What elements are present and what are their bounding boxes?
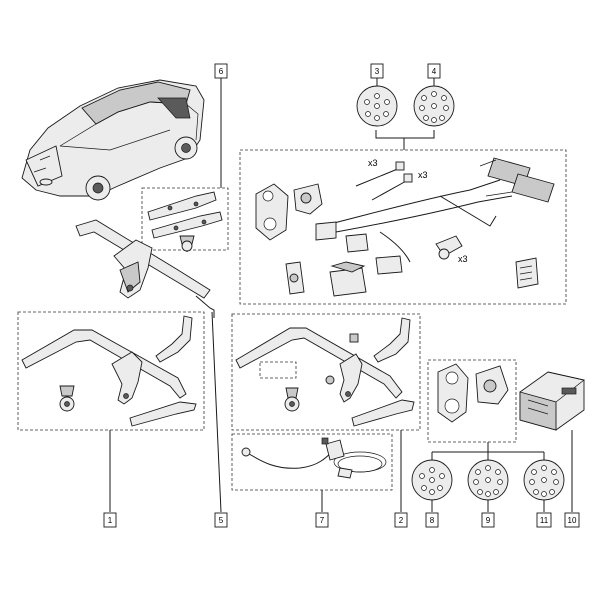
connector-4 (413, 78, 455, 127)
callout-10-label: 10 (568, 516, 577, 525)
callout-4-label: 4 (432, 67, 437, 76)
car-illustration (21, 79, 205, 201)
connector-3 (356, 78, 398, 127)
cable-ties-quantity: x3 (368, 158, 378, 168)
group-7-harness (231, 433, 393, 512)
callout-6: 6 (214, 63, 228, 79)
clips-quantity: x3 (458, 254, 468, 264)
electrical-kit: x3 x3 x3 (239, 130, 567, 305)
callout-6-label: 6 (219, 67, 224, 76)
clip-small-quantity: x3 (418, 170, 428, 180)
connector-11 (523, 459, 565, 512)
callout-4: 4 (427, 63, 441, 79)
callout-1: 1 (103, 512, 117, 528)
callout-9: 9 (481, 512, 495, 528)
callout-10: 10 (564, 512, 580, 528)
callout-2-label: 2 (399, 516, 404, 525)
callout-3: 3 (370, 63, 384, 79)
main-tow-bar (75, 219, 222, 513)
callout-7: 7 (315, 512, 329, 528)
connector-9 (467, 459, 509, 512)
callout-7-label: 7 (320, 516, 325, 525)
callout-1-label: 1 (108, 516, 113, 525)
group-1-tow-bar-kit (17, 311, 205, 512)
socket-kit (427, 359, 545, 460)
callout-5: 5 (214, 512, 228, 528)
module-10 (519, 371, 585, 512)
callout-8-label: 8 (430, 516, 435, 525)
callout-3-label: 3 (375, 67, 380, 76)
callout-8: 8 (425, 512, 439, 528)
connector-8 (411, 459, 453, 512)
callout-9-label: 9 (486, 516, 491, 525)
group-2-tow-bar-kit (231, 313, 421, 512)
callout-11: 11 (536, 512, 552, 528)
callout-5-label: 5 (219, 516, 224, 525)
group-6-brackets (141, 78, 229, 252)
callout-11-label: 11 (540, 516, 549, 525)
callout-2: 2 (394, 512, 408, 528)
